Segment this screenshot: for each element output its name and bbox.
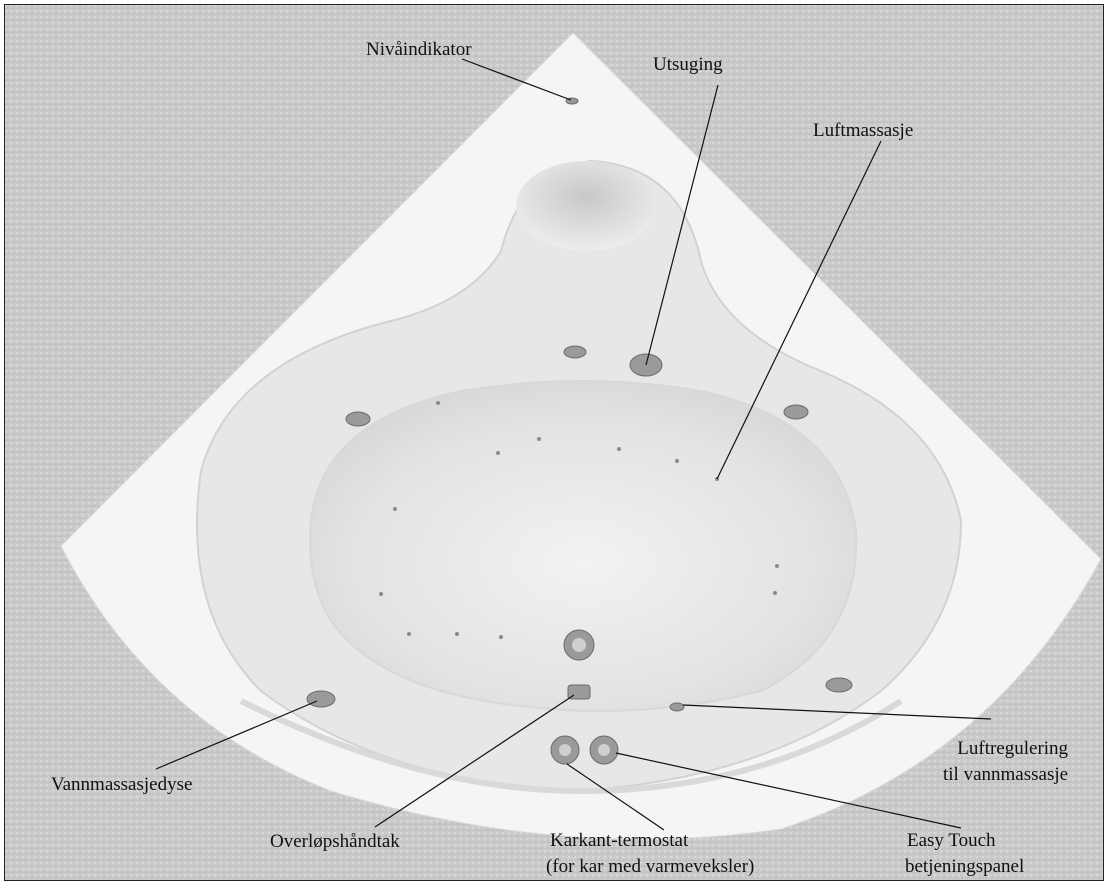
headrest: [516, 161, 656, 251]
label-overlopshandtak: Overløpshåndtak: [270, 829, 400, 855]
label-karkant-termostat: Karkant-termostat (for kar med varmeveks…: [546, 828, 754, 880]
label-luftregulering: Luftregulering til vannmassasje: [937, 736, 1068, 788]
jet-nozzle: [307, 691, 335, 707]
photo-frame: Nivåindikator Utsuging Luftmassasje Luft…: [4, 4, 1104, 881]
tub-basin: [310, 381, 856, 711]
label-vannmassasjedyse: Vannmassasjedyse: [51, 772, 192, 798]
label-utsuging: Utsuging: [653, 52, 723, 78]
air-regulator: [670, 703, 684, 711]
jet-nozzle: [564, 346, 586, 358]
jet-nozzle: [784, 405, 808, 419]
jet-nozzle: [346, 412, 370, 426]
jet-nozzle: [826, 678, 852, 692]
label-easy-touch: Easy Touch betjeningspanel: [905, 828, 1024, 880]
label-luftmassasje: Luftmassasje: [813, 118, 913, 144]
label-nivaindikator: Nivåindikator: [366, 37, 472, 63]
